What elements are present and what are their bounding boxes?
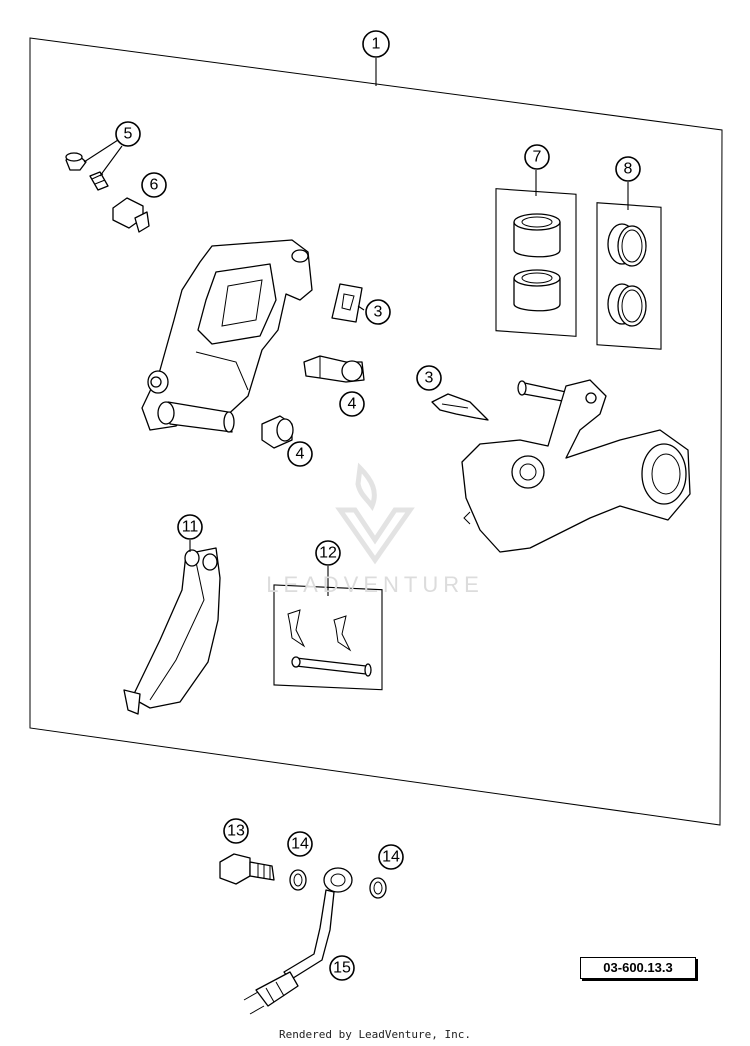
callout-7: 7 <box>524 144 550 170</box>
leader-line-3a <box>357 305 365 311</box>
callout-label: 13 <box>227 823 245 840</box>
brake-line <box>243 867 353 1015</box>
spring-plate <box>331 283 363 323</box>
spring-clip <box>287 609 306 648</box>
piston-kit-box <box>495 188 577 337</box>
brake-pad <box>123 547 221 715</box>
callout-8: 8 <box>615 156 641 182</box>
piston <box>513 269 561 312</box>
callout-label: 1 <box>372 36 381 53</box>
diagram-code: 03-600.13.3 <box>580 957 696 979</box>
callout-label: 14 <box>382 849 400 866</box>
callout-1: 1 <box>362 30 390 58</box>
spring-plate-right <box>431 393 489 421</box>
callout-label: 6 <box>150 177 159 194</box>
bleed-screw-cap <box>65 152 87 171</box>
callout-11: 11 <box>177 514 203 540</box>
callout-4-upper: 4 <box>339 391 365 417</box>
seal-kit-box <box>596 202 662 350</box>
callout-label: 8 <box>624 161 633 178</box>
callout-label: 12 <box>319 545 337 562</box>
seal-rings-lower <box>607 283 647 327</box>
callout-14-right: 14 <box>378 844 404 870</box>
seal-rings-upper <box>607 223 647 267</box>
callout-label: 14 <box>291 836 309 853</box>
leader-line-5b <box>99 145 123 177</box>
plug-screw <box>112 197 150 233</box>
callout-13: 13 <box>223 818 249 844</box>
assembly-frame <box>29 37 723 826</box>
watermark-text: LEADVENTURE <box>266 572 484 597</box>
caliper-housing <box>141 239 313 433</box>
watermark-logo <box>335 462 415 565</box>
callout-label: 5 <box>124 126 133 143</box>
callout-4-lower: 4 <box>287 441 313 467</box>
bleed-screw <box>89 171 109 191</box>
guide-pin <box>303 355 365 383</box>
brake-pad-pin <box>291 656 372 677</box>
sealing-ring-left <box>289 869 307 891</box>
caliper-bracket <box>461 379 691 553</box>
callout-12: 12 <box>315 540 341 566</box>
footer-credit: Rendered by LeadVenture, Inc. <box>278 1028 472 1041</box>
callout-6: 6 <box>141 172 167 198</box>
callout-label: 4 <box>348 396 357 413</box>
callout-label: 3 <box>374 304 383 321</box>
bushing <box>261 415 294 449</box>
callout-3-right: 3 <box>416 365 442 391</box>
callout-label: 11 <box>182 519 199 536</box>
leader-line-5a <box>83 139 119 163</box>
callout-3-upper: 3 <box>365 299 391 325</box>
sealing-ring-right <box>369 877 387 899</box>
banjo-bolt <box>219 853 275 885</box>
callout-14-left: 14 <box>287 831 313 857</box>
spring-clip <box>333 615 352 652</box>
callout-label: 3 <box>425 370 434 387</box>
callout-label: 7 <box>533 149 542 166</box>
piston <box>513 213 561 258</box>
callout-label: 15 <box>333 960 351 977</box>
callout-5: 5 <box>115 121 141 147</box>
callout-15: 15 <box>329 955 355 981</box>
callout-label: 4 <box>296 446 305 463</box>
